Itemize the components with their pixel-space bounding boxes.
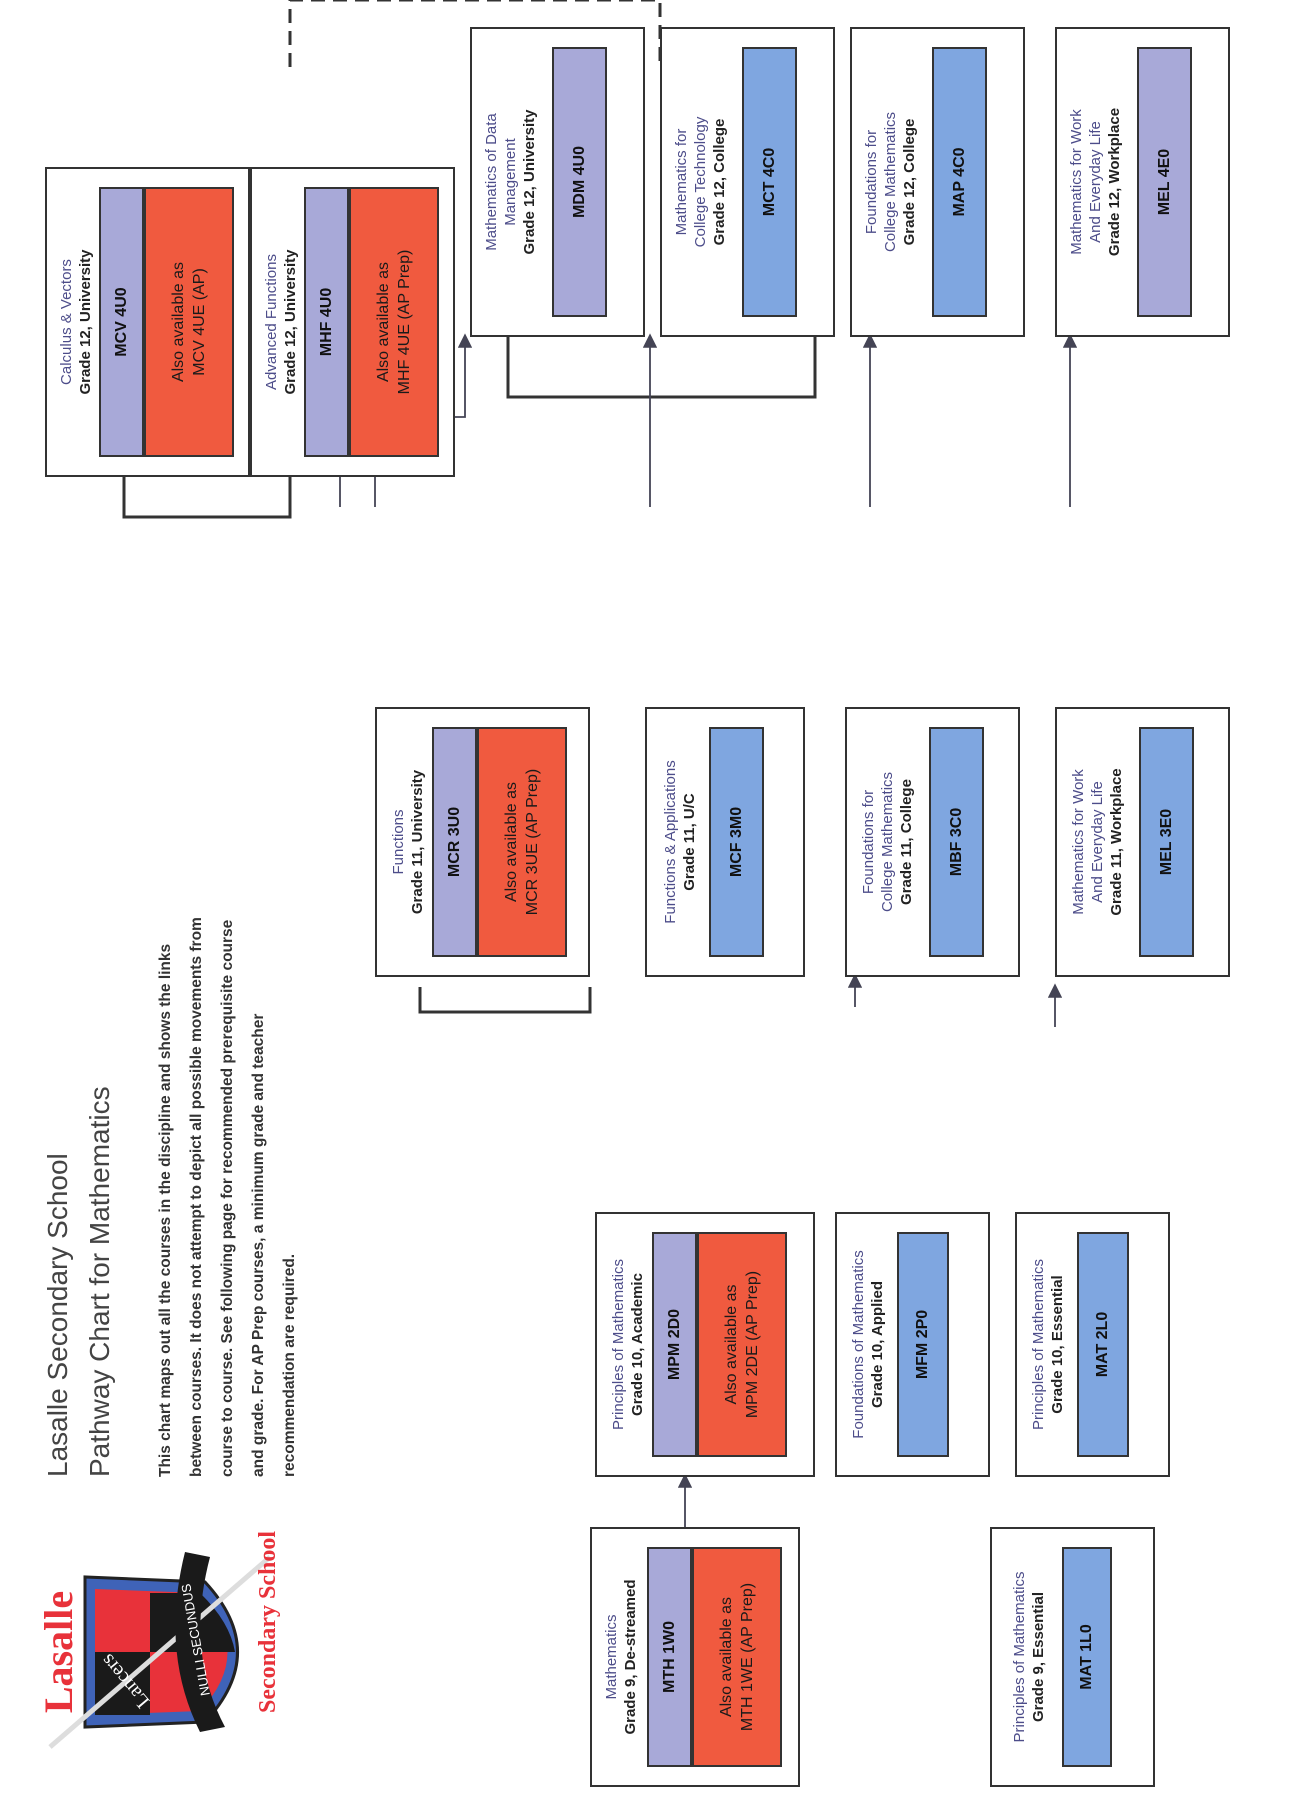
school-crest-icon: NULLI SECUNDUS Lancers Lasalle Secondary… <box>36 1531 281 1749</box>
course-box-mth1w0[interactable]: Mathematics Grade 9, De-streamed MTH 1W0… <box>590 1527 800 1787</box>
course-header: Advanced Functions Grade 12, University <box>263 249 299 395</box>
course-code: MBF 3C0 <box>929 727 984 957</box>
course-header: Foundations of Mathematics Grade 10, App… <box>850 1250 886 1439</box>
course-code: MCT 4C0 <box>742 47 797 317</box>
course-code: MCF 3M0 <box>709 727 764 957</box>
course-box-map4c0[interactable]: Foundations for College Mathematics Grad… <box>850 27 1025 337</box>
course-box-mcv4u0[interactable]: Calculus & Vectors Grade 12, University … <box>45 167 250 477</box>
course-box-mel4e0[interactable]: Mathematics for Work And Everyday Life G… <box>1055 27 1230 337</box>
course-header: Mathematics for Work And Everyday Life G… <box>1070 768 1125 916</box>
svg-text:Lasalle: Lasalle <box>36 1591 81 1713</box>
course-code: MCV 4U0 <box>99 187 144 457</box>
course-code: MAT 2L0 <box>1077 1232 1129 1457</box>
course-header: Mathematics for College Technology Grade… <box>673 116 728 248</box>
course-box-mct4c0[interactable]: Mathematics for College Technology Grade… <box>660 27 835 337</box>
course-code: MCR 3U0 <box>432 727 477 957</box>
course-code: MAP 4C0 <box>932 47 987 317</box>
course-header: Functions & Applications Grade 11, U/C <box>662 760 698 924</box>
course-header: Principles of Mathematics Grade 10, Esse… <box>1030 1259 1066 1430</box>
course-box-mbf3c0[interactable]: Foundations for College Mathematics Grad… <box>845 707 1020 977</box>
course-code: MEL 3E0 <box>1139 727 1194 957</box>
course-header: Foundations for College Mathematics Grad… <box>860 771 915 913</box>
course-code: MFM 2P0 <box>897 1232 949 1457</box>
course-code: MEL 4E0 <box>1137 47 1192 317</box>
course-box-mhf4u0[interactable]: Advanced Functions Grade 12, University … <box>250 167 455 477</box>
course-code: MHF 4U0 <box>304 187 349 457</box>
course-header: Functions Grade 11, University <box>390 769 426 915</box>
course-code: MDM 4U0 <box>552 47 607 317</box>
course-header: Mathematics of Data Management Grade 12,… <box>483 109 538 255</box>
course-header: Foundations for College Mathematics Grad… <box>863 111 918 253</box>
course-box-mpm2d0[interactable]: Principles of Mathematics Grade 10, Acad… <box>595 1212 815 1477</box>
course-header: Mathematics Grade 9, De-streamed <box>603 1579 639 1735</box>
course-header: Mathematics for Work And Everyday Life G… <box>1068 107 1123 257</box>
course-code: MAT 1L0 <box>1062 1547 1112 1767</box>
course-box-mat1l0[interactable]: Principles of Mathematics Grade 9, Essen… <box>990 1527 1155 1787</box>
course-box-mat2l0[interactable]: Principles of Mathematics Grade 10, Esse… <box>1015 1212 1170 1477</box>
course-box-mel3e0[interactable]: Mathematics for Work And Everyday Life G… <box>1055 707 1230 977</box>
course-code: MPM 2D0 <box>652 1232 697 1457</box>
svg-text:Secondary School: Secondary School <box>255 1531 281 1713</box>
course-header: Principles of Mathematics Grade 10, Acad… <box>610 1259 646 1430</box>
course-box-mcf3m0[interactable]: Functions & Applications Grade 11, U/C M… <box>645 707 805 977</box>
course-header: Calculus & Vectors Grade 12, University <box>58 249 94 395</box>
course-code: MTH 1W0 <box>647 1547 692 1767</box>
school-logo: NULLI SECUNDUS Lancers Lasalle Secondary… <box>20 1517 300 1787</box>
course-box-mdm4u0[interactable]: Mathematics of Data Management Grade 12,… <box>470 27 645 337</box>
course-header: Principles of Mathematics Grade 9, Essen… <box>1011 1571 1047 1743</box>
course-box-mfm2p0[interactable]: Foundations of Mathematics Grade 10, App… <box>835 1212 990 1477</box>
course-box-mcr3u0[interactable]: Functions Grade 11, University MCR 3U0 A… <box>375 707 590 977</box>
